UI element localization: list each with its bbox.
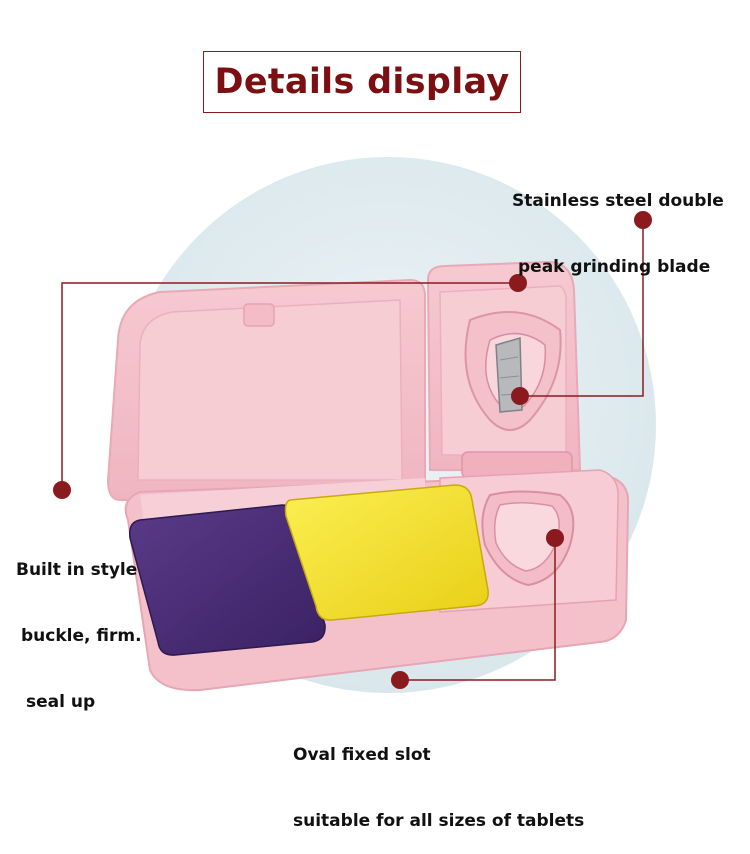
callout-lines bbox=[61, 220, 644, 681]
callout-blade: Stainless steel double peak grinding bla… bbox=[512, 146, 724, 300]
page-title: Details display bbox=[214, 62, 510, 102]
title-box: Details display bbox=[203, 51, 521, 113]
callout-blade-line1: Stainless steel double bbox=[512, 191, 724, 211]
callout-slot: Oval fixed slot suitable for all sizes o… bbox=[293, 700, 584, 854]
callout-dots bbox=[53, 211, 652, 689]
callout-buckle-line3: seal up bbox=[26, 692, 96, 712]
yellow-compartment-lid bbox=[284, 484, 489, 621]
product-photo bbox=[53, 157, 656, 693]
callout-buckle-line1: Built in style bbox=[16, 560, 138, 580]
callout-slot-line1: Oval fixed slot bbox=[293, 745, 431, 765]
callout-blade-line2: peak grinding blade bbox=[518, 257, 711, 277]
callout-buckle: Built in style buckle, firm. seal up bbox=[16, 515, 142, 735]
callout-buckle-line2: buckle, firm. bbox=[21, 626, 142, 646]
callout-slot-line2: suitable for all sizes of tablets bbox=[293, 811, 585, 831]
